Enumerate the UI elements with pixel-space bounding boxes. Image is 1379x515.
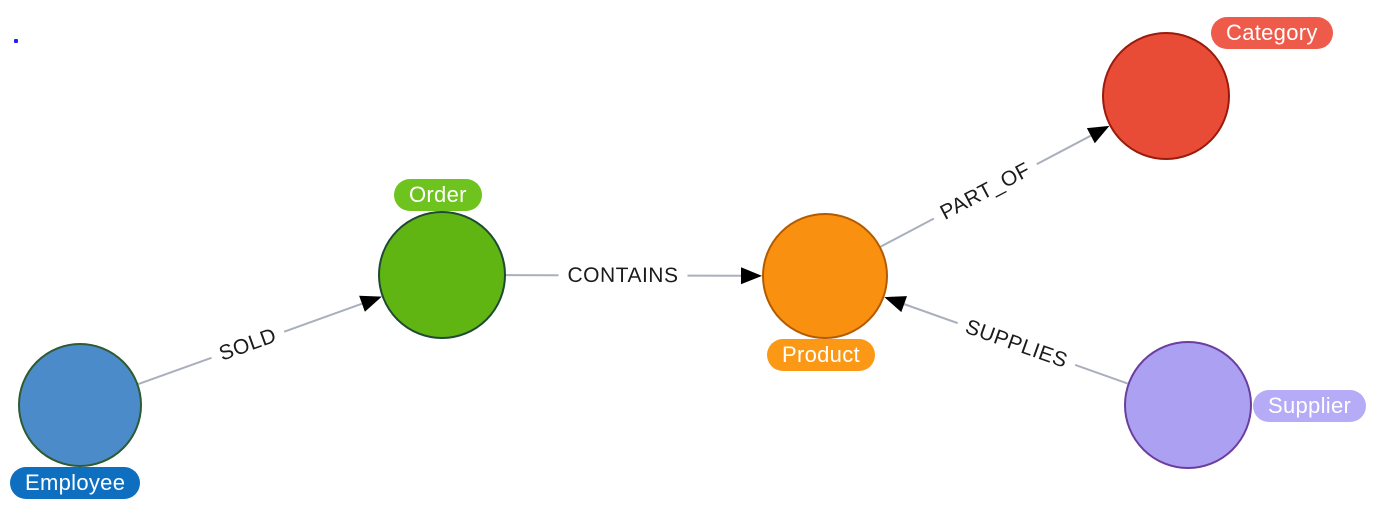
edge-label-part_of: PART_OF [928,153,1043,230]
node-label-pill-product: Product [767,339,875,371]
edge-label-supplies: SUPPLIES [953,311,1080,377]
edge-label-knockout [928,153,1043,230]
arrowhead-sold [359,295,382,312]
edge-label-text-supplies: SUPPLIES [962,315,1070,372]
arrowhead-part_of [1086,125,1110,144]
node-label-pill-supplier: Supplier [1253,390,1367,422]
node-circle-product[interactable] [762,213,888,339]
node-label-pill-category: Category [1211,17,1333,49]
edge-label-sold: SOLD [207,319,289,370]
edge-label-text-contains: CONTAINS [567,264,678,287]
edge-label-contains: CONTAINS [558,262,688,289]
edge-label-knockout [953,311,1080,377]
edge-label-knockout [207,319,289,370]
node-label-pill-order: Order [394,179,482,211]
arrowhead-contains [740,267,763,285]
edge-label-knockout [558,262,688,289]
stray-cursor-dot [14,39,18,43]
edge-label-text-sold: SOLD [216,324,279,366]
node-circle-category[interactable] [1102,32,1230,160]
node-label-pill-employee: Employee [10,467,141,499]
node-circle-supplier[interactable] [1124,341,1252,469]
node-circle-order[interactable] [378,211,506,339]
edge-label-text-part_of: PART_OF [936,158,1034,224]
node-circle-employee[interactable] [18,343,142,467]
arrowhead-supplies [884,296,907,313]
